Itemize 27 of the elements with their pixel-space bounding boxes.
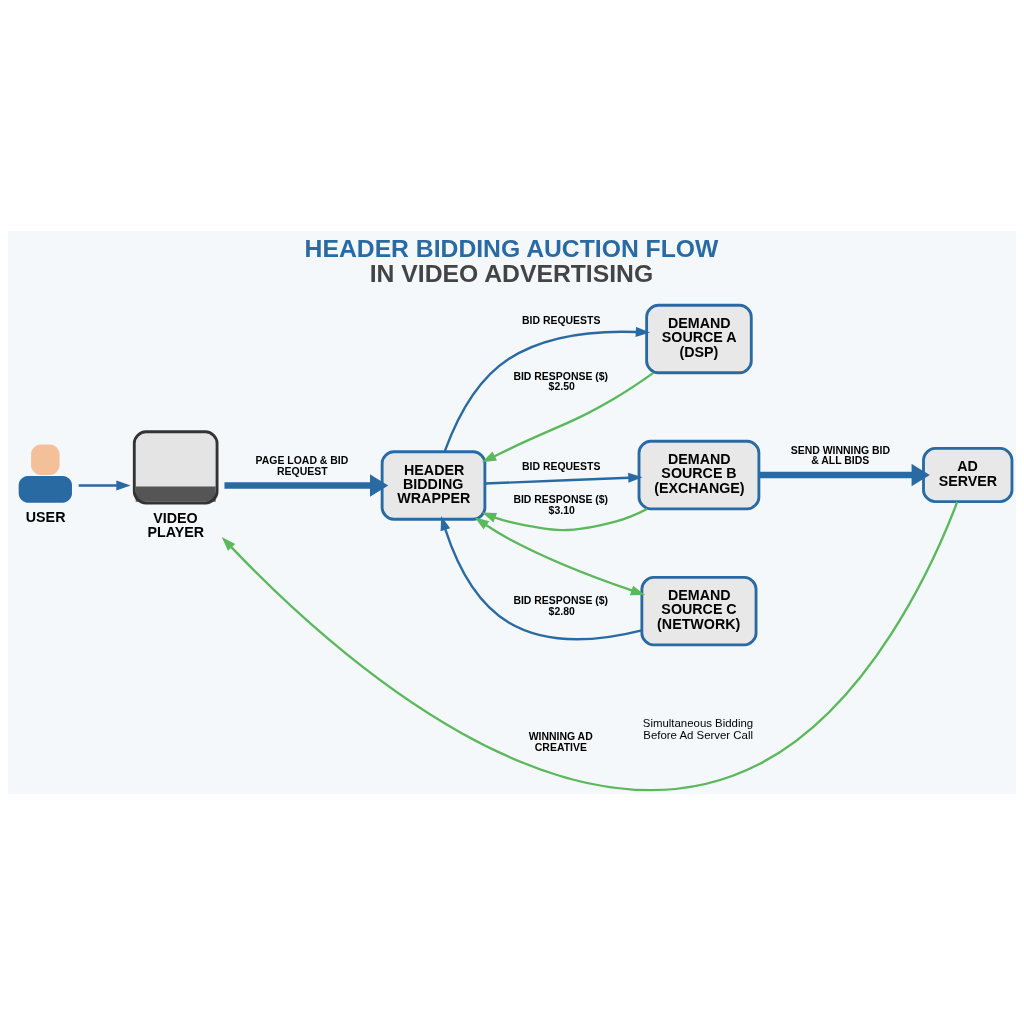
arrow bbox=[440, 515, 643, 640]
arrow bbox=[221, 501, 959, 791]
edge-label: BID REQUESTS bbox=[521, 314, 601, 326]
node-box: DEMAND SOURCE B (EXCHANGE) bbox=[637, 439, 761, 510]
arrow bbox=[443, 326, 651, 452]
edge-label: BID RESPONSE ($) $2.50 bbox=[513, 370, 609, 392]
arrow bbox=[759, 463, 930, 486]
label: Simultaneous Bidding Before Ad Server Call bbox=[642, 716, 754, 741]
arrow bbox=[224, 473, 389, 497]
node-box: AD SERVER bbox=[922, 446, 1014, 503]
arrow bbox=[78, 480, 131, 490]
arrow bbox=[481, 371, 655, 462]
edge-label: BID RESPONSE ($) $3.10 bbox=[513, 493, 609, 516]
node-box: DEMAND SOURCE C (NETWORK) bbox=[640, 575, 758, 646]
node-box: DEMAND SOURCE A (DSP) bbox=[645, 303, 753, 374]
arrow bbox=[484, 472, 643, 485]
edge-label: PAGE LOAD & BID REQUEST bbox=[255, 454, 349, 477]
node-label: VIDEO PLAYER bbox=[147, 509, 205, 540]
edge-label: BID RESPONSE ($) $2.80 bbox=[513, 594, 609, 617]
arrow bbox=[481, 507, 648, 531]
arrow bbox=[474, 516, 646, 595]
node-label: USER bbox=[25, 508, 66, 525]
diagram-title: HEADER BIDDING AUCTION FLOW IN VIDEO ADVERTISING bbox=[304, 234, 719, 287]
node-box: HEADER BIDDING WRAPPER bbox=[380, 449, 487, 521]
edge-label: WINNING AD CREATIVE bbox=[528, 730, 593, 753]
edge-label: SEND WINNING BID & ALL BIDS bbox=[790, 444, 891, 466]
edge-label: BID REQUESTS bbox=[521, 460, 601, 472]
